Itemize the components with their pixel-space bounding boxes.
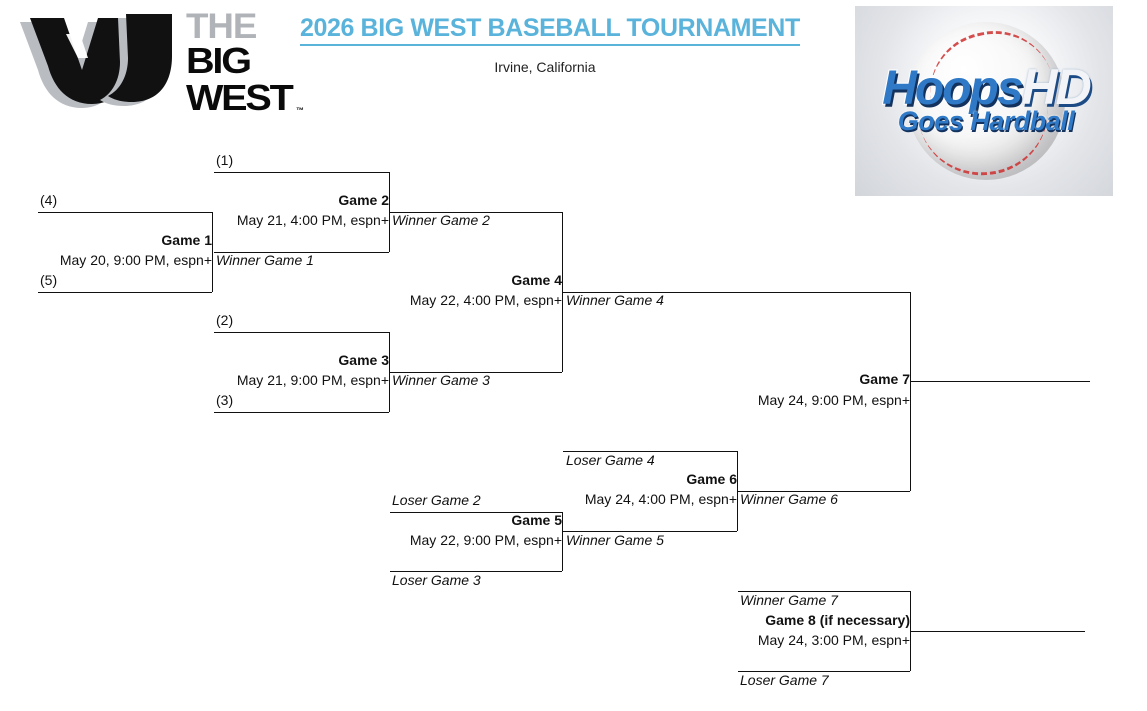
game-8-top-line <box>738 591 910 592</box>
page-title: 2026 BIG WEST BASEBALL TOURNAMENT <box>300 14 800 46</box>
hoopshd-tagline: Goes Hardball <box>897 106 1075 136</box>
game-7-connector <box>910 292 911 491</box>
game-8-name: Game 8 (if necessary) <box>765 612 910 628</box>
game-5-top-entrant: Loser Game 2 <box>392 492 481 508</box>
game-2-top-line <box>214 172 389 173</box>
game-7-top-line <box>563 292 910 293</box>
game-6-top-entrant: Loser Game 4 <box>566 452 655 468</box>
hoopshd-wordmark: HoopsHD <box>871 58 1101 116</box>
game-7-output-line <box>910 381 1090 382</box>
game-6-bottom-line <box>563 531 737 532</box>
game-2-connector <box>389 172 390 252</box>
game-3-connector <box>389 332 390 412</box>
game-5-bottom-entrant: Loser Game 3 <box>392 572 481 588</box>
game-1-bottom-line <box>38 292 212 293</box>
logo-text-west: WEST <box>186 77 294 118</box>
baseball-icon <box>907 22 1065 180</box>
game-5-name: Game 5 <box>511 512 562 528</box>
page-header: THE BIG WEST ™ 2026 BIG WEST BASEBALL TO… <box>0 0 1147 196</box>
game-5-connector <box>562 512 563 571</box>
hoopshd-logo: HoopsHD Goes Hardball <box>855 6 1113 196</box>
game-8-output-line <box>910 631 1085 632</box>
seed-label-1: (1) <box>216 152 234 168</box>
game-8-top-entrant: Winner Game 7 <box>740 592 838 608</box>
game-8-bottom-line <box>738 671 910 672</box>
game-2-info: May 21, 4:00 PM, espn+ <box>236 212 389 228</box>
game-8-bottom-entrant: Loser Game 7 <box>740 672 829 688</box>
game-1-name: Game 1 <box>161 232 212 248</box>
big-west-wordmark: THE BIG WEST ™ <box>184 7 306 120</box>
big-west-logo: THE BIG WEST ™ <box>14 6 304 124</box>
game-4-name: Game 4 <box>511 272 562 288</box>
game-2-bottom-line <box>214 252 389 253</box>
game-4-info: May 22, 4:00 PM, espn+ <box>409 292 562 308</box>
game-1-info: May 20, 9:00 PM, espn+ <box>59 252 212 268</box>
game-4-top-line <box>390 212 562 213</box>
hoopshd-text-hd: HD <box>1021 59 1092 115</box>
logo-trademark: ™ <box>296 106 304 115</box>
game-2-winner-label: Winner Game 2 <box>392 212 490 228</box>
game-6-info: May 24, 4:00 PM, espn+ <box>584 491 737 507</box>
game-5-bottom-line <box>390 571 562 572</box>
title-block: 2026 BIG WEST BASEBALL TOURNAMENT Irvine… <box>300 14 800 75</box>
game-4-connector <box>562 212 563 372</box>
game-3-winner-label: Winner Game 3 <box>392 372 490 388</box>
game-2-name: Game 2 <box>338 192 389 208</box>
game-6-winner-label: Winner Game 6 <box>740 491 838 507</box>
hoopshd-text-hoops: Hoops <box>881 61 1024 116</box>
game-6-connector <box>737 451 738 531</box>
logo-text-big: BIG <box>186 40 252 81</box>
seed-label-2: (2) <box>216 312 234 328</box>
game-1-connector <box>212 212 213 292</box>
game-7-info: May 24, 9:00 PM, espn+ <box>757 392 910 408</box>
game-7-bottom-line <box>738 491 910 492</box>
big-west-w-mark-icon <box>20 14 172 108</box>
game-7-name: Game 7 <box>859 371 910 387</box>
game-4-bottom-line <box>390 372 562 373</box>
game-8-info: May 24, 3:00 PM, espn+ <box>757 632 910 648</box>
tournament-location: Irvine, California <box>494 59 596 75</box>
game-6-name: Game 6 <box>686 471 737 487</box>
seed-label-4: (4) <box>40 192 58 208</box>
seed-label-5: (5) <box>40 272 58 288</box>
game-5-info: May 22, 9:00 PM, espn+ <box>409 532 562 548</box>
game-1-winner-label: Winner Game 1 <box>216 252 314 268</box>
game-5-winner-label: Winner Game 5 <box>566 532 664 548</box>
logo-text-the: THE <box>186 7 257 46</box>
game-3-info: May 21, 9:00 PM, espn+ <box>236 372 389 388</box>
seed-label-3: (3) <box>216 392 234 408</box>
game-3-top-line <box>214 332 389 333</box>
game-3-name: Game 3 <box>338 352 389 368</box>
game-5-top-line <box>390 512 562 513</box>
game-3-bottom-line <box>214 412 389 413</box>
game-4-winner-label: Winner Game 4 <box>566 292 664 308</box>
game-6-top-line <box>563 451 737 452</box>
game-1-top-line <box>38 212 212 213</box>
